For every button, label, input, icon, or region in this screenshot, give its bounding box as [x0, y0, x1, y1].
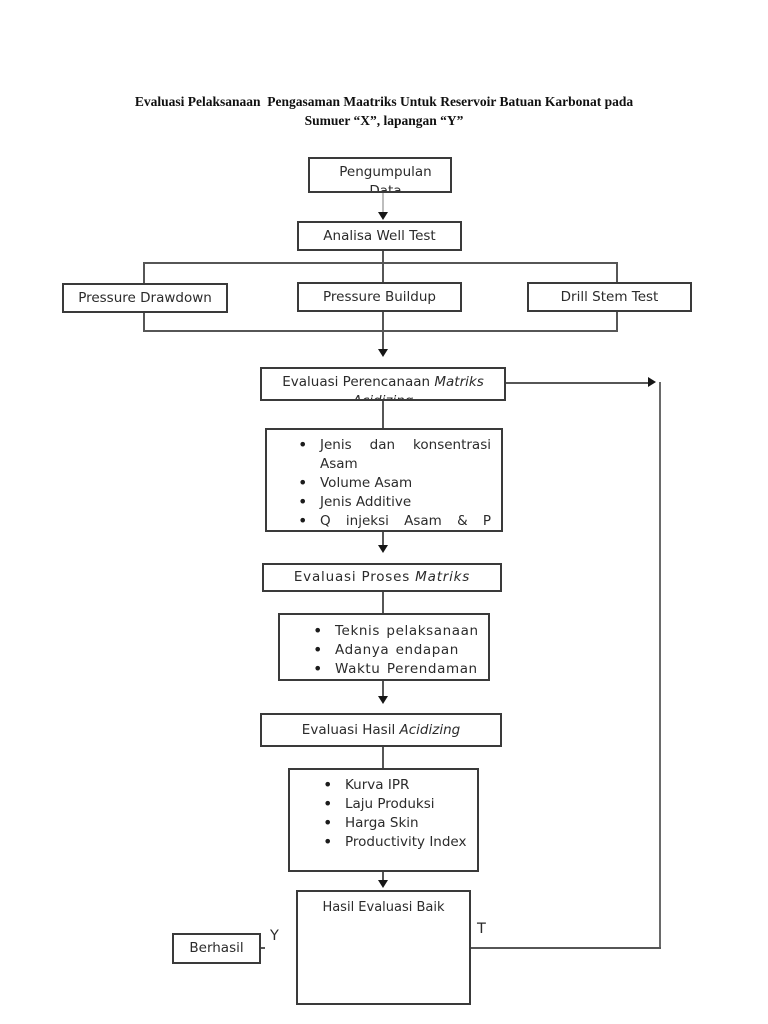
- node-label: Evaluasi Perencanaan Matriks Acidizing: [282, 374, 484, 401]
- list-item: Jenis dan konsentrasi Asam: [298, 435, 491, 474]
- node-pressure-drawdown: Pressure Drawdown: [62, 283, 228, 313]
- node-evaluasi-perencanaan: Evaluasi Perencanaan Matriks Acidizing: [260, 367, 506, 401]
- node-label: Evaluasi Hasil Acidizing: [301, 721, 461, 738]
- node-label: Hasil Evaluasi Baik: [322, 900, 445, 915]
- arrow-down-icon: [378, 545, 388, 553]
- list-hasil-detail: Kurva IPR Laju Produksi Harga Skin Produ…: [288, 768, 479, 872]
- node-label: Pressure Buildup: [323, 288, 436, 305]
- list-perencanaan-detail: Jenis dan konsentrasi Asam Volume Asam J…: [265, 428, 503, 532]
- list-item: Q injeksi Asam & P: [298, 511, 491, 531]
- list-item: Harga Skin: [323, 813, 471, 833]
- list-item: Teknis pelaksanaan: [313, 621, 480, 641]
- list-item: Waktu Perendaman: [313, 659, 480, 679]
- list-item: Jenis Additive: [298, 492, 491, 512]
- arrow-right-icon: [648, 377, 656, 387]
- list-item: Productivity Index: [323, 832, 471, 852]
- page-title-line-1: Evaluasi Pelaksanaan Pengasaman Maatriks…: [134, 94, 634, 109]
- arrow-down-icon: [378, 212, 388, 220]
- node-evaluasi-hasil: Evaluasi Hasil Acidizing: [260, 713, 502, 747]
- node-analisa-well-test: Analisa Well Test: [297, 221, 462, 251]
- feedback-bottom-line: [470, 947, 661, 949]
- node-label: Berhasil: [189, 940, 244, 956]
- node-hasil-evaluasi-baik: Hasil Evaluasi Baik: [296, 890, 471, 1005]
- connector-analisa-down: [382, 251, 384, 263]
- connector-proses-to-detail: [382, 592, 384, 613]
- node-pengumpulan-data: Pengumpulan Data: [308, 157, 452, 193]
- node-berhasil: Berhasil: [172, 933, 261, 964]
- node-evaluasi-proses: Evaluasi Proses Matriks: [262, 563, 502, 592]
- node-label: Analisa Well Test: [323, 227, 436, 244]
- connector-detail-to-hasil: [382, 681, 384, 697]
- node-drill-stem-test: Drill Stem Test: [527, 282, 692, 312]
- connector-pengumpulan-to-analisa: [382, 193, 384, 213]
- bullet-list: Teknis pelaksanaan Adanya endapan Waktu …: [280, 615, 488, 679]
- connector-detail-to-proses: [382, 532, 384, 546]
- arrow-down-icon: [378, 696, 388, 704]
- bullet-list: Kurva IPR Laju Produksi Harga Skin Produ…: [290, 770, 477, 852]
- node-label: Drill Stem Test: [560, 288, 659, 305]
- arrow-down-icon: [378, 349, 388, 357]
- node-pressure-buildup: Pressure Buildup: [297, 282, 462, 312]
- branch-top-line: [144, 262, 618, 264]
- connector-perencanaan-to-detail: [382, 401, 384, 428]
- node-label: Pengumpulan Data: [339, 164, 432, 193]
- node-label: Evaluasi Proses Matriks: [293, 569, 471, 585]
- list-item: Kurva IPR: [323, 775, 471, 795]
- branch-label-yes: Y: [270, 928, 279, 944]
- list-item: Adanya endapan: [313, 640, 480, 660]
- page-title-line-2: Sumuer “X”, lapangan “Y”: [304, 113, 464, 128]
- node-label: Pressure Drawdown: [78, 289, 212, 306]
- list-proses-detail: Teknis pelaksanaan Adanya endapan Waktu …: [278, 613, 490, 681]
- branch-bottom-line: [144, 330, 618, 332]
- feedback-vertical-line: [659, 382, 661, 949]
- connector-hasil-to-detail: [382, 747, 384, 768]
- feedback-top-line: [506, 382, 649, 384]
- branch-label-no: T: [477, 921, 486, 937]
- list-item: Volume Asam: [298, 473, 491, 493]
- list-item: Laju Produksi: [323, 794, 471, 814]
- connector-detail-to-hasilbox: [382, 872, 384, 881]
- arrow-down-icon: [378, 880, 388, 888]
- bullet-list: Jenis dan konsentrasi Asam Volume Asam J…: [267, 430, 501, 531]
- connector-branches-to-perencanaan: [382, 330, 384, 350]
